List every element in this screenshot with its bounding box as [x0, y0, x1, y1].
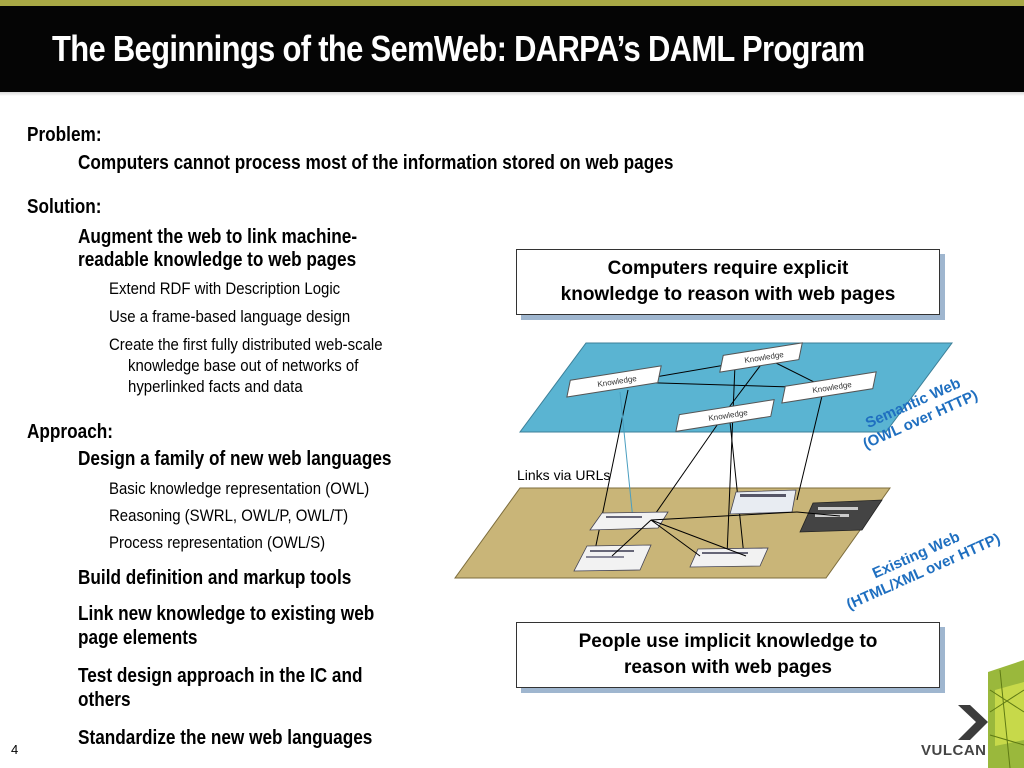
problem-text: Computers cannot process most of the inf… [78, 152, 674, 174]
slide-title: The Beginnings of the SemWeb: DARPA’s DA… [52, 28, 865, 69]
computers-callout-line1: Computers require explicit [607, 258, 849, 279]
url-link-line [619, 391, 634, 521]
solution-sub-1: Extend RDF with Description Logic [109, 279, 341, 298]
existing-web-links [611, 511, 841, 557]
approach-heading: Approach: [27, 421, 113, 443]
semantic-web-plane [519, 342, 953, 433]
vulcan-logo-text: VULCAN [921, 742, 987, 759]
approach-build: Build definition and markup tools [78, 567, 352, 589]
knowledge-card [781, 371, 877, 404]
knowledge-card [719, 342, 803, 373]
computers-callout-box: Computers require explicit knowledge to … [516, 249, 940, 315]
knowledge-card [566, 365, 662, 398]
approach-design: Design a family of new web languages [78, 448, 392, 470]
solution-main-line2: readable knowledge to web pages [78, 249, 357, 271]
solution-sub-3-line1: Create the first fully distributed web-s… [109, 335, 383, 354]
problem-heading: Problem: [27, 124, 102, 146]
people-callout-box: People use implicit knowledge to reason … [516, 622, 940, 688]
vulcan-logo-icon [958, 660, 1024, 768]
approach-test-line2: others [78, 689, 131, 711]
approach-sub-1: Basic knowledge representation (OWL) [109, 479, 370, 498]
web-page-thumbnail [589, 511, 669, 531]
solution-sub-3-line3: hyperlinked facts and data [128, 377, 303, 396]
solution-sub-2: Use a frame-based language design [109, 307, 351, 326]
computers-callout-line2: knowledge to reason with web pages [560, 284, 896, 305]
approach-link-line2: page elements [78, 627, 198, 649]
approach-sub-3: Process representation (OWL/S) [109, 533, 326, 552]
web-page-thumbnail [729, 489, 797, 515]
knowledge-card [675, 398, 775, 432]
approach-sub-2: Reasoning (SWRL, OWL/P, OWL/T) [109, 506, 349, 525]
approach-standardize: Standardize the new web languages [78, 727, 373, 749]
page-number: 4 [11, 742, 19, 757]
approach-test-line1: Test design approach in the IC and [78, 665, 363, 687]
web-page-thumbnail [689, 547, 769, 568]
links-via-urls-label: Links via URLs [517, 467, 611, 483]
web-page-thumbnail [573, 544, 652, 572]
title-bar: The Beginnings of the SemWeb: DARPA’s DA… [0, 0, 1024, 96]
solution-heading: Solution: [27, 196, 102, 218]
solution-sub-3-line2: knowledge base out of networks of [128, 356, 359, 375]
people-callout-line2: reason with web pages [624, 657, 832, 678]
web-page-thumbnail [799, 499, 883, 533]
people-callout-line1: People use implicit knowledge to [578, 631, 878, 652]
solution-main-line1: Augment the web to link machine- [78, 226, 358, 248]
approach-link-line1: Link new knowledge to existing web [78, 603, 375, 625]
existing-web-plane [454, 487, 891, 579]
